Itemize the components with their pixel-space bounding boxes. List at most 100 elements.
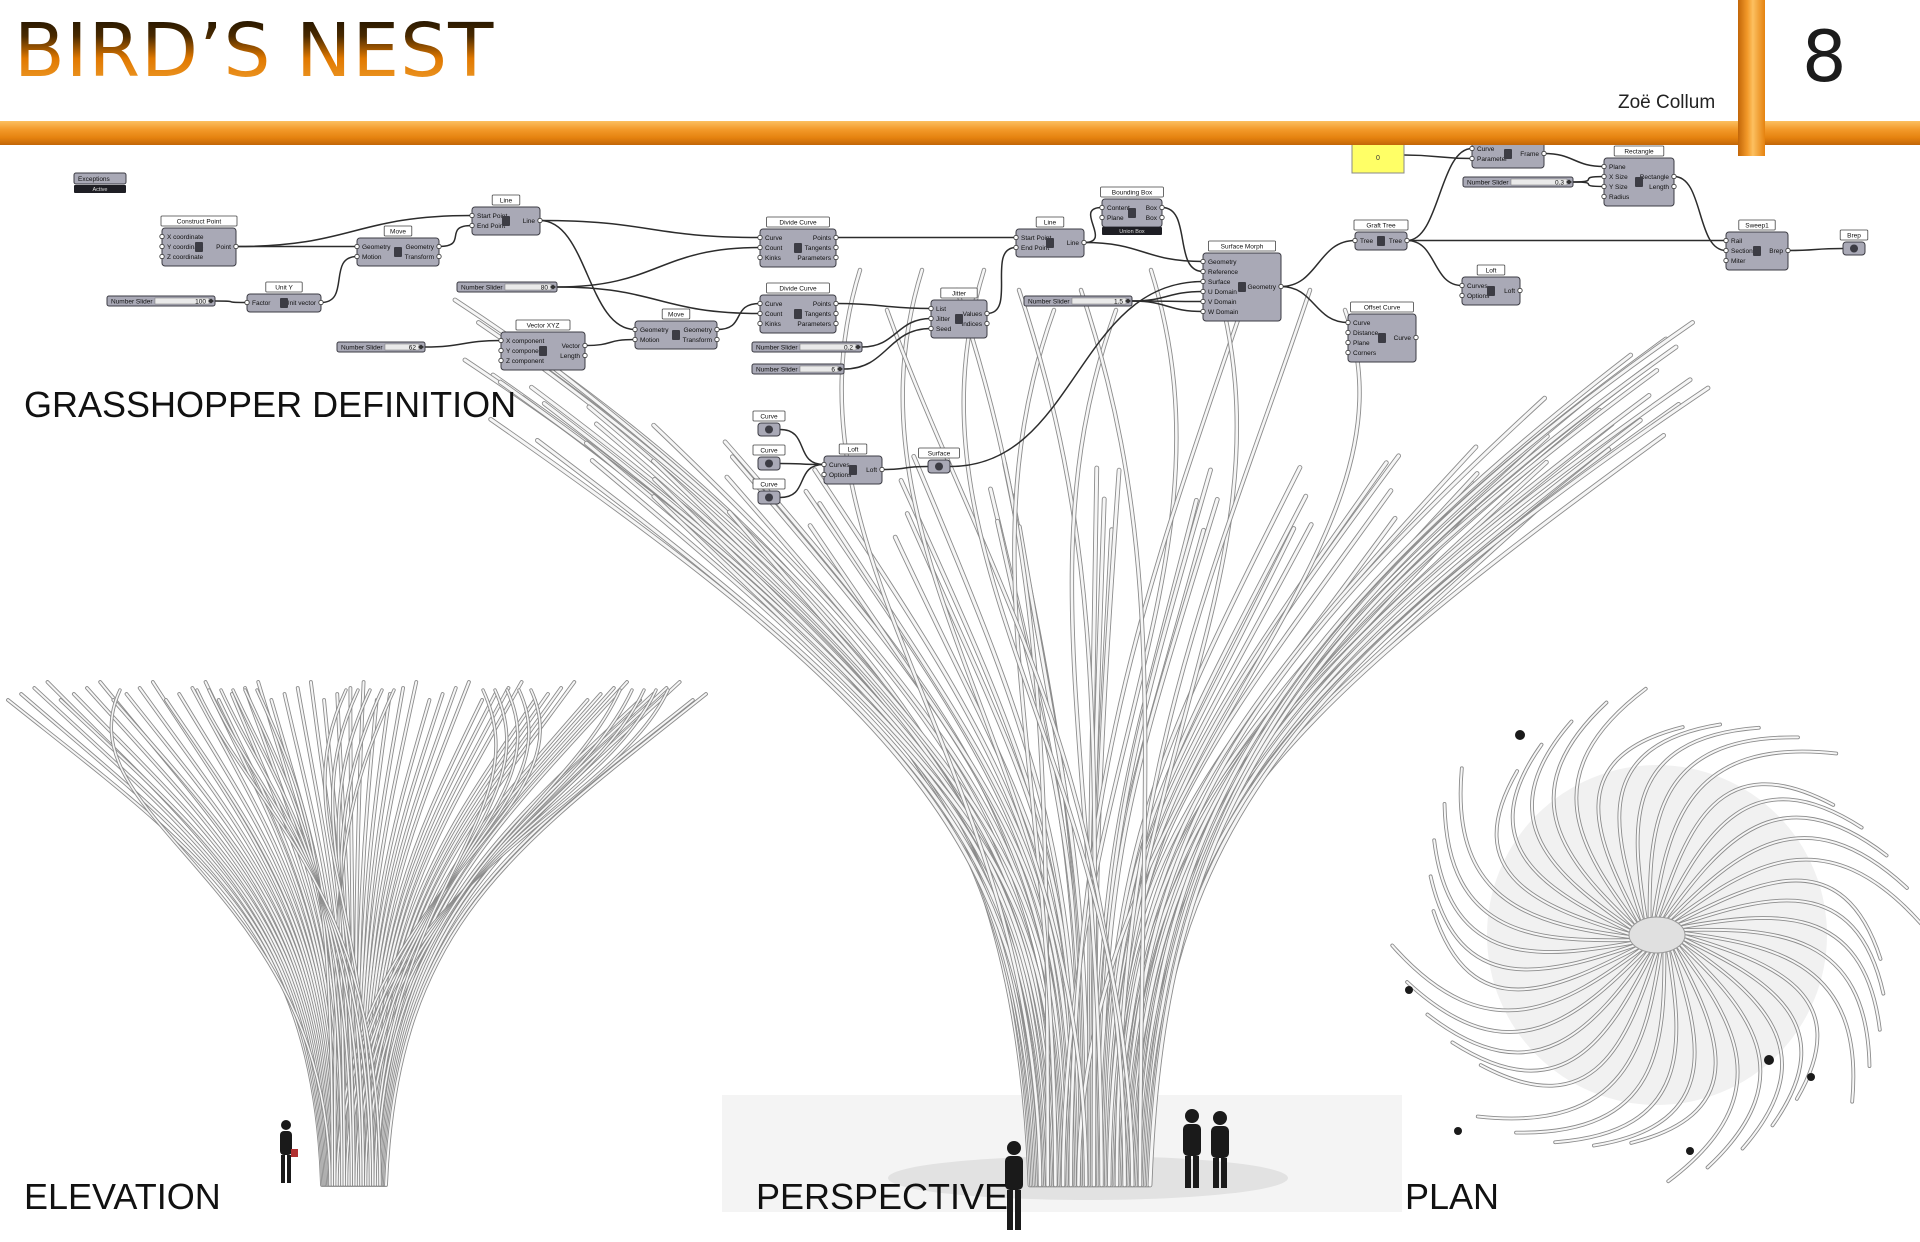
input-port[interactable] [1469, 145, 1475, 152]
output-port[interactable] [1541, 150, 1547, 157]
input-port[interactable] [1200, 268, 1206, 275]
output-port[interactable] [1517, 287, 1523, 294]
input-port[interactable] [1723, 257, 1729, 264]
input-port[interactable] [1200, 258, 1206, 265]
output-port[interactable] [1785, 247, 1791, 254]
input-port[interactable] [498, 347, 504, 354]
input-port[interactable] [632, 336, 638, 343]
slider-grip-icon[interactable] [550, 284, 556, 290]
input-port[interactable] [469, 212, 475, 219]
input-port[interactable] [354, 253, 360, 260]
output-port[interactable] [833, 234, 839, 241]
input-port[interactable] [821, 461, 827, 468]
output-port[interactable] [436, 253, 442, 260]
input-port[interactable] [354, 243, 360, 250]
output-port[interactable] [582, 342, 588, 349]
input-port[interactable] [1601, 193, 1607, 200]
slider-grip-icon[interactable] [208, 298, 214, 304]
output-port[interactable] [1278, 283, 1284, 290]
output-port[interactable] [714, 336, 720, 343]
input-port[interactable] [244, 299, 250, 306]
input-port[interactable] [1601, 163, 1607, 170]
input-port[interactable] [1099, 204, 1105, 211]
output-port[interactable] [1404, 237, 1410, 244]
slider-grip-icon[interactable] [1566, 179, 1572, 185]
output-port[interactable] [714, 326, 720, 333]
slider-grip-icon[interactable] [837, 366, 843, 372]
input-port[interactable] [159, 253, 165, 260]
output-port[interactable] [1671, 173, 1677, 180]
curve-param-2[interactable]: Curve [752, 444, 786, 471]
input-port[interactable] [1200, 278, 1206, 285]
input-port[interactable] [1200, 298, 1206, 305]
slider-grip-icon[interactable] [418, 344, 424, 350]
input-port[interactable] [1013, 234, 1019, 241]
input-port[interactable] [1345, 339, 1351, 346]
input-port[interactable] [1345, 349, 1351, 356]
input-port[interactable] [1469, 155, 1475, 162]
output-port[interactable] [833, 320, 839, 327]
input-port[interactable] [469, 222, 475, 229]
output-port[interactable] [833, 244, 839, 251]
input-port[interactable] [1013, 244, 1019, 251]
output-port[interactable] [1671, 183, 1677, 190]
divide-curve-node-2[interactable]: Divide CurveCurveCountKinksPointsTangent… [757, 282, 839, 334]
input-port[interactable] [1200, 288, 1206, 295]
input-port[interactable] [757, 300, 763, 307]
input-port[interactable] [1352, 237, 1358, 244]
output-port[interactable] [1159, 204, 1165, 211]
input-port[interactable] [498, 357, 504, 364]
input-port[interactable] [1601, 183, 1607, 190]
input-port[interactable] [498, 337, 504, 344]
slider-grip-icon[interactable] [1125, 298, 1131, 304]
offset-curve-node[interactable]: Offset CurveCurveDistancePlaneCornersCur… [1345, 301, 1419, 363]
input-port[interactable] [632, 326, 638, 333]
output-port[interactable] [233, 243, 239, 250]
output-port[interactable] [582, 352, 588, 359]
input-port[interactable] [1459, 292, 1465, 299]
input-port[interactable] [1723, 237, 1729, 244]
input-port[interactable] [1723, 247, 1729, 254]
input-port[interactable] [757, 244, 763, 251]
output-port[interactable] [833, 310, 839, 317]
brep-param[interactable]: Brep [1839, 229, 1869, 256]
output-port[interactable] [318, 299, 324, 306]
input-port[interactable] [159, 243, 165, 250]
input-port[interactable] [1345, 329, 1351, 336]
output-port[interactable] [1159, 214, 1165, 221]
output-port[interactable] [879, 466, 885, 473]
input-port[interactable] [928, 315, 934, 322]
input-port[interactable] [1345, 319, 1351, 326]
input-port[interactable] [757, 320, 763, 327]
divide-curve-node-1[interactable]: Divide CurveCurveCountKinksPointsTangent… [757, 216, 839, 268]
output-port[interactable] [1413, 334, 1419, 341]
output-port[interactable] [537, 217, 543, 224]
output-port[interactable] [984, 320, 990, 327]
output-port[interactable] [984, 310, 990, 317]
curve-param-1[interactable]: Curve [752, 410, 786, 437]
output-port[interactable] [833, 254, 839, 261]
input-port[interactable] [757, 254, 763, 261]
slider-grip-icon[interactable] [855, 344, 861, 350]
